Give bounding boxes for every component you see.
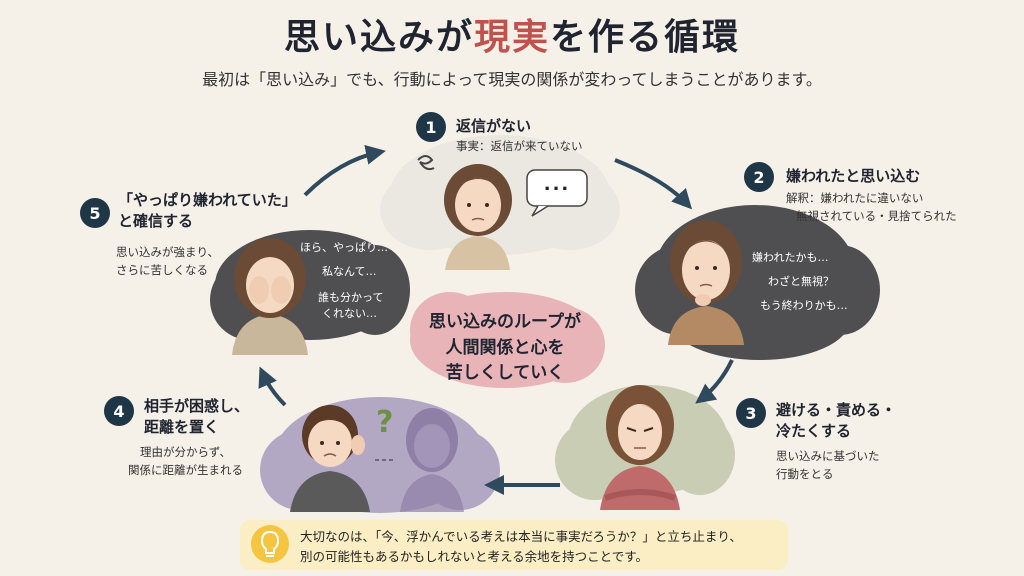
step4-text-line1: 理由が分からず、 <box>140 445 231 459</box>
step4-text-line2: 関係に距離が生まれる <box>128 463 243 477</box>
step3-title-line2: 冷たくする <box>776 422 852 440</box>
step1-person-illustration <box>417 155 512 270</box>
step4-number-badge: 4 <box>104 396 134 426</box>
center-blob <box>410 292 605 388</box>
tip-text: 大切なのは、「今、浮かんでいる考えは本当に事実だろうか？」と立ち止まり、 別の可… <box>300 527 742 567</box>
lightbulb-icon <box>251 525 289 563</box>
tip-line-1: 大切なのは、「今、浮かんでいる考えは本当に事実だろうか？」と立ち止まり、 <box>300 529 742 544</box>
step2-thought-2: わざと無視？ <box>768 275 834 288</box>
center-line-2: 人間関係と心を <box>445 337 565 358</box>
step5-number-badge: 5 <box>80 198 110 228</box>
step2-text-line2: 無視されている・見捨てられた <box>796 209 957 223</box>
title-part-2: を作る循環 <box>550 17 741 58</box>
title-part-1: 思い込みが <box>283 17 474 58</box>
step5-thought-2: 私なんて… <box>322 265 377 278</box>
title-highlight: 現実 <box>473 17 550 58</box>
step4-title-line2: 距離を置く <box>144 418 220 436</box>
step3-person-illustration <box>600 385 680 510</box>
step3-text-line1: 思い込みに基づいた <box>776 449 880 463</box>
step5-text-line1: 思い込みが強まり、 <box>116 245 220 259</box>
center-message: 思い込みのループが 人間関係と心を 苦しくしていく <box>405 310 605 387</box>
step1-text: 事実：返信が来ていない <box>456 139 583 153</box>
arrow-5-to-1 <box>303 144 386 197</box>
step5-thought-4: くれない… <box>322 307 377 320</box>
step4-title-line1: 相手が困惑し、 <box>144 397 250 415</box>
step1-number-badge: 1 <box>416 112 446 142</box>
step4-boy-illustration <box>290 405 370 512</box>
arrow-1-to-2 <box>614 158 693 210</box>
page-title: 思い込みが現実を作る循環 <box>0 8 1024 60</box>
step3-title-line1: 避ける・責める・ <box>776 401 897 419</box>
step5-text-line2: さらに苦しくなる <box>116 263 208 277</box>
step2-person-illustration <box>668 220 744 345</box>
step2-thought-3: もう終わりかも… <box>760 299 848 312</box>
arrow-2-to-3 <box>695 359 734 404</box>
step5-title-line1: 「やっぱり嫌われていた」 <box>118 191 297 209</box>
step4-shadow-figure <box>400 408 464 512</box>
center-line-1: 思い込みのループが <box>429 312 581 332</box>
step2-thought-1: 嫌われたかも… <box>752 251 829 264</box>
step3-number-badge: 3 <box>736 398 766 428</box>
step2-number-badge: 2 <box>744 162 774 192</box>
arrow-4-to-5 <box>258 366 287 407</box>
step5-thought-3: 誰も分かって <box>318 291 384 304</box>
step3-text-line2: 行動をとる <box>776 467 834 481</box>
tip-box <box>240 520 788 570</box>
tip-line-2: 別の可能性もあるかもしれないと考える余地を持つことです。 <box>300 549 649 564</box>
step2-title: 嫌われたと思い込む <box>786 167 921 185</box>
question-mark-icon: ? <box>376 405 394 440</box>
page-subtitle: 最初は「思い込み」でも、行動によって現実の関係が変わってしまうことがあります。 <box>202 70 822 89</box>
step1-speech-bubble <box>526 169 588 217</box>
step5-thought-1: ほら、やっぱり… <box>300 241 388 254</box>
speech-bubble-text: ... <box>543 174 571 195</box>
step5-title-line2: と確信する <box>118 212 194 230</box>
step1-title: 返信がない <box>456 117 532 135</box>
step5-person-illustration <box>232 238 308 355</box>
step2-text-line1: 解釈：嫌われたに違いない <box>786 191 924 205</box>
center-line-3: 苦しくしていく <box>445 363 565 383</box>
